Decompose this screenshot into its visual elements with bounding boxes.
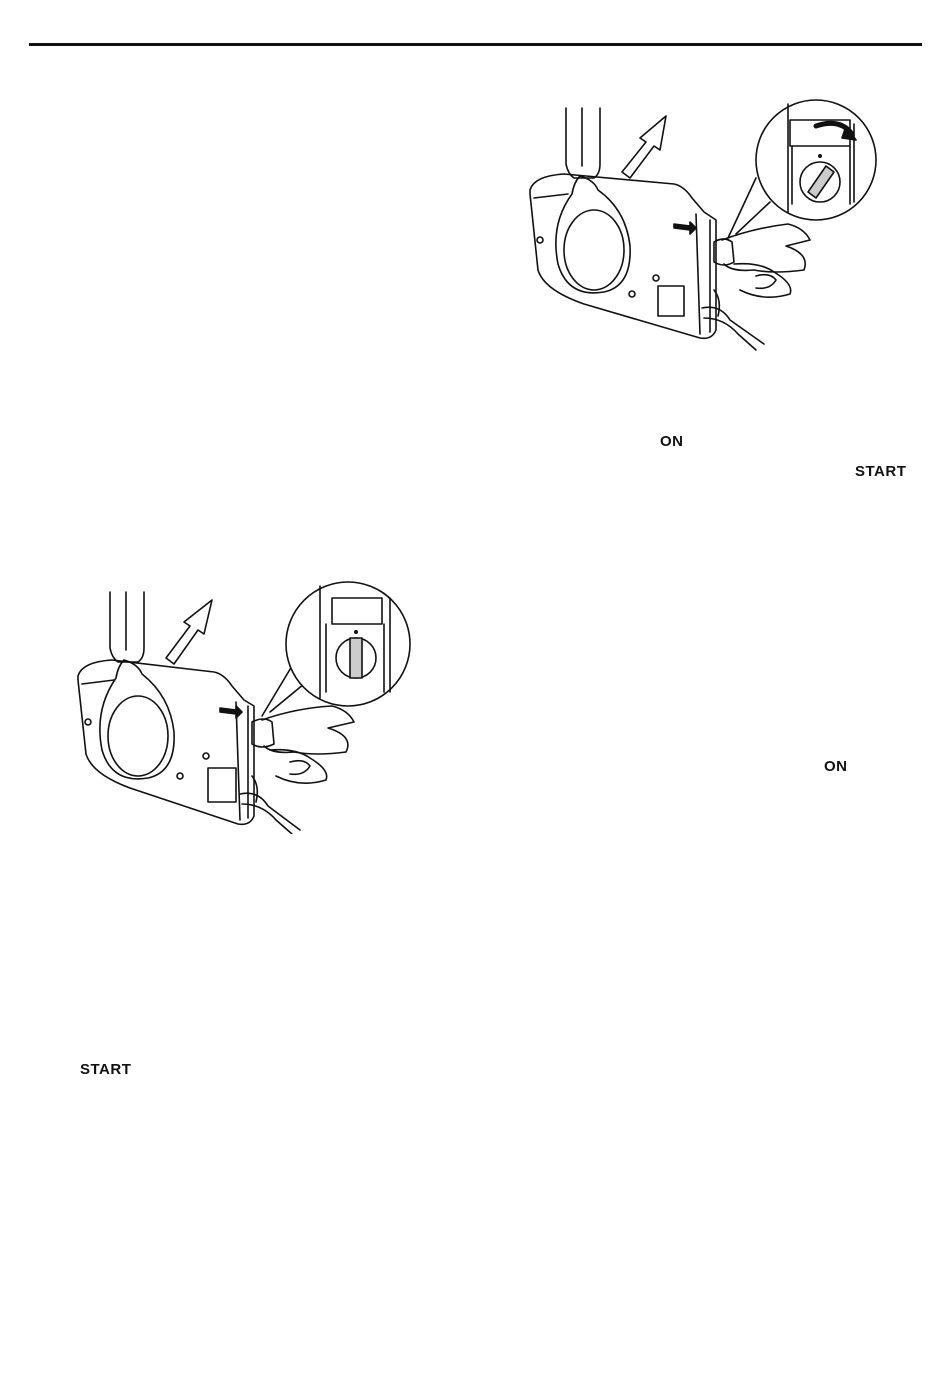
ignition-switch: [714, 239, 734, 265]
start-label-bottom: START: [80, 1061, 131, 1078]
illustration-key-on: [74, 572, 420, 834]
control-box-body: [78, 660, 254, 824]
lever-shaft: [566, 108, 600, 178]
hand: [262, 706, 354, 754]
start-label-top: START: [855, 463, 906, 480]
on-label-top: ON: [660, 433, 684, 450]
direction-arrow: [166, 600, 212, 664]
illustration-key-start: [524, 94, 884, 354]
on-label-bottom: ON: [824, 758, 848, 775]
hand: [722, 224, 810, 272]
lever-shaft: [110, 592, 144, 662]
header-rule: [29, 43, 922, 46]
callout-circle: [286, 582, 410, 706]
ignition-switch: [252, 719, 274, 747]
direction-arrow: [622, 116, 666, 178]
